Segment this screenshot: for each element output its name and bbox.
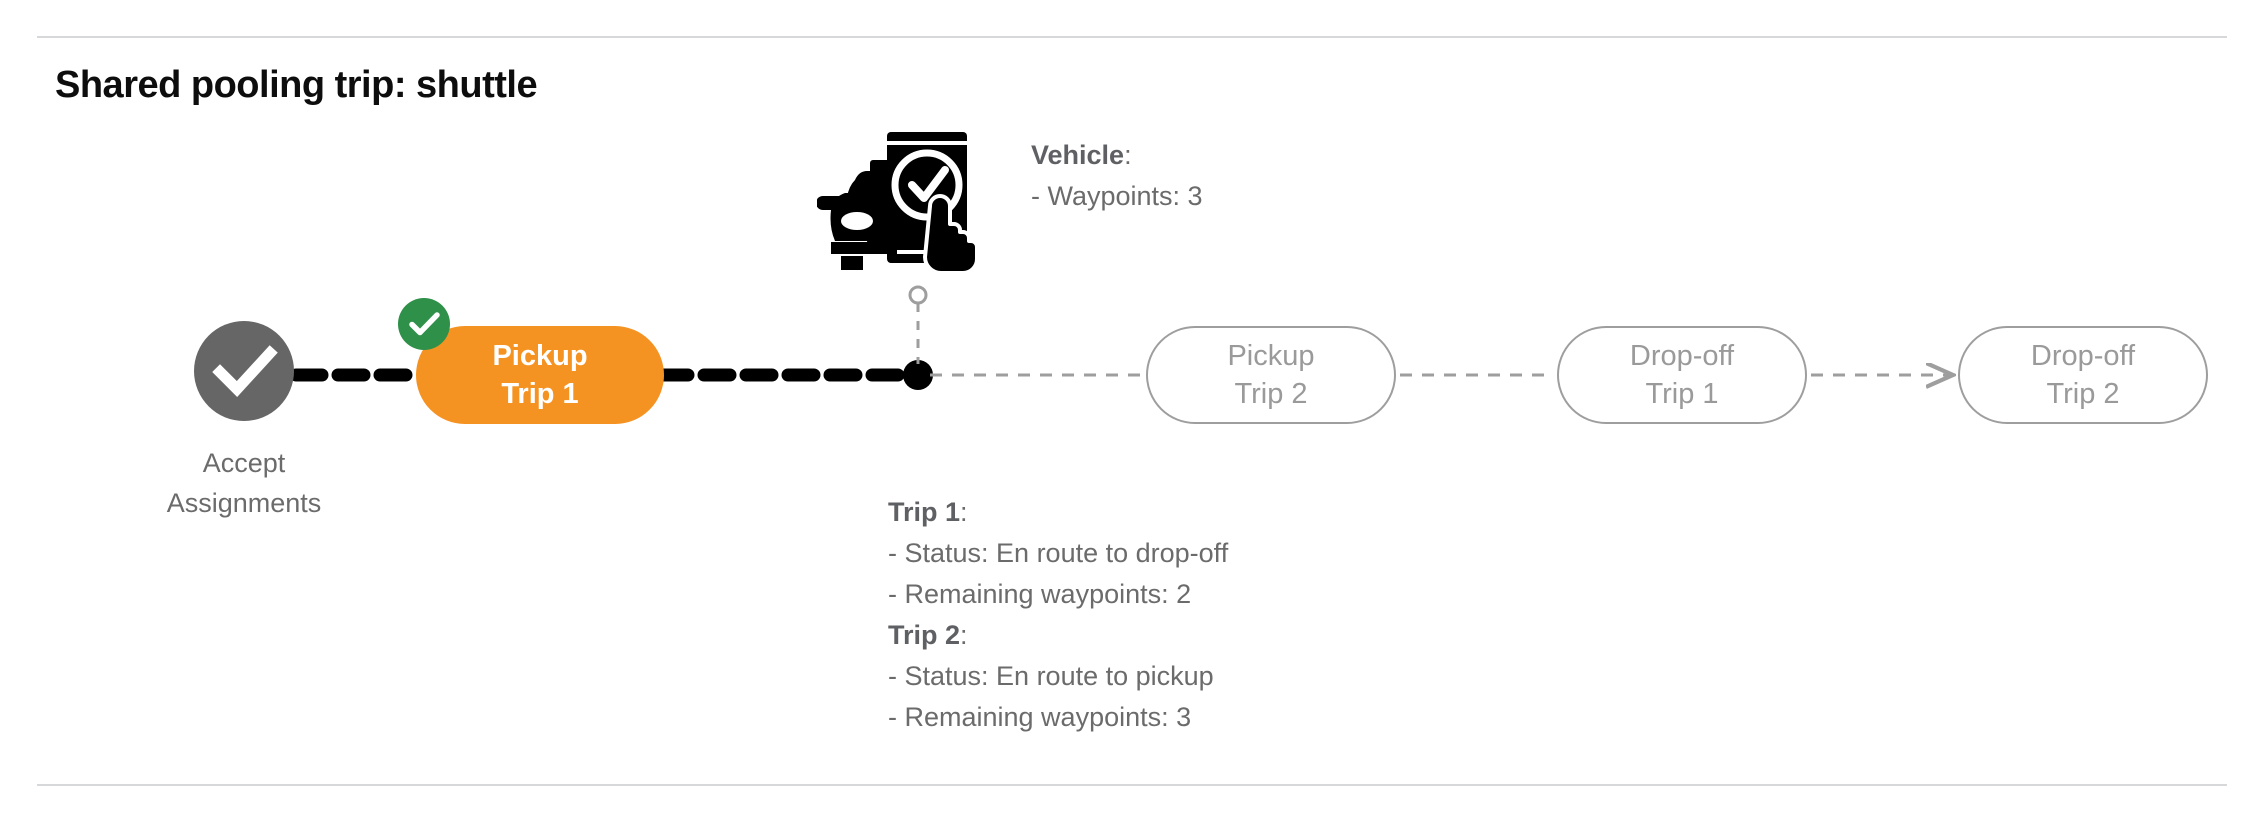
trip-2-remaining: - Remaining waypoints: 3 bbox=[888, 702, 1192, 732]
trip-1-remaining: - Remaining waypoints: 2 bbox=[888, 579, 1192, 609]
position-dot-icon bbox=[903, 360, 933, 390]
vehicle-info-heading: Vehicle: bbox=[1031, 135, 1203, 176]
node-dropoff-trip-1-line-2: Trip 1 bbox=[1645, 378, 1719, 410]
trip-2-heading: Trip 2: bbox=[888, 615, 1228, 656]
node-pickup-trip-2-line-2: Trip 2 bbox=[1234, 378, 1308, 410]
page-title: Shared pooling trip: shuttle bbox=[55, 64, 538, 106]
node-pickup-trip-2-line-1: Pickup bbox=[1227, 340, 1315, 372]
node-pickup-trip-1[interactable]: Pickup Trip 1 bbox=[416, 326, 664, 424]
trip-info-block: Trip 1: - Status: En route to drop-off -… bbox=[888, 492, 1228, 738]
node-pickup-trip-1-line-1: Pickup bbox=[492, 340, 588, 372]
vehicle-info-waypoints: - Waypoints: 3 bbox=[1031, 181, 1203, 211]
trip-2-status: - Status: En route to pickup bbox=[888, 661, 1214, 691]
vehicle-info-heading-colon: : bbox=[1124, 140, 1132, 170]
node-dropoff-trip-1[interactable]: Drop-off Trip 1 bbox=[1557, 326, 1807, 424]
check-badge-icon bbox=[398, 298, 450, 350]
trip-1-heading-colon: : bbox=[960, 497, 968, 527]
node-pickup-trip-1-line-2: Trip 1 bbox=[501, 378, 579, 410]
node-accept-assignments-label: Accept Assignments bbox=[94, 443, 394, 523]
divider-top bbox=[37, 36, 2227, 38]
trip-1-heading: Trip 1: bbox=[888, 492, 1228, 533]
node-dropoff-trip-2[interactable]: Drop-off Trip 2 bbox=[1958, 326, 2208, 424]
divider-bottom bbox=[37, 784, 2227, 786]
vehicle-info-heading-label: Vehicle bbox=[1031, 140, 1125, 170]
vehicle-app-icon bbox=[817, 118, 979, 273]
trip-1-heading-label: Trip 1 bbox=[888, 497, 961, 527]
node-dropoff-trip-2-line-1: Drop-off bbox=[2030, 340, 2136, 372]
trip-2-heading-colon: : bbox=[960, 620, 968, 650]
node-dropoff-trip-2-line-2: Trip 2 bbox=[2046, 378, 2120, 410]
trip-1-status: - Status: En route to drop-off bbox=[888, 538, 1229, 568]
node-accept-assignments[interactable] bbox=[194, 321, 294, 421]
node-pickup-trip-2[interactable]: Pickup Trip 2 bbox=[1146, 326, 1396, 424]
vehicle-info-block: Vehicle: - Waypoints: 3 bbox=[1031, 135, 1203, 217]
check-circle-icon bbox=[194, 321, 294, 421]
accept-label-line-1: Accept bbox=[202, 448, 286, 478]
node-dropoff-trip-1-line-1: Drop-off bbox=[1629, 340, 1735, 372]
trip-2-heading-label: Trip 2 bbox=[888, 620, 961, 650]
vehicle-leader-ring-icon bbox=[908, 285, 928, 305]
accept-label-line-2: Assignments bbox=[166, 488, 322, 518]
